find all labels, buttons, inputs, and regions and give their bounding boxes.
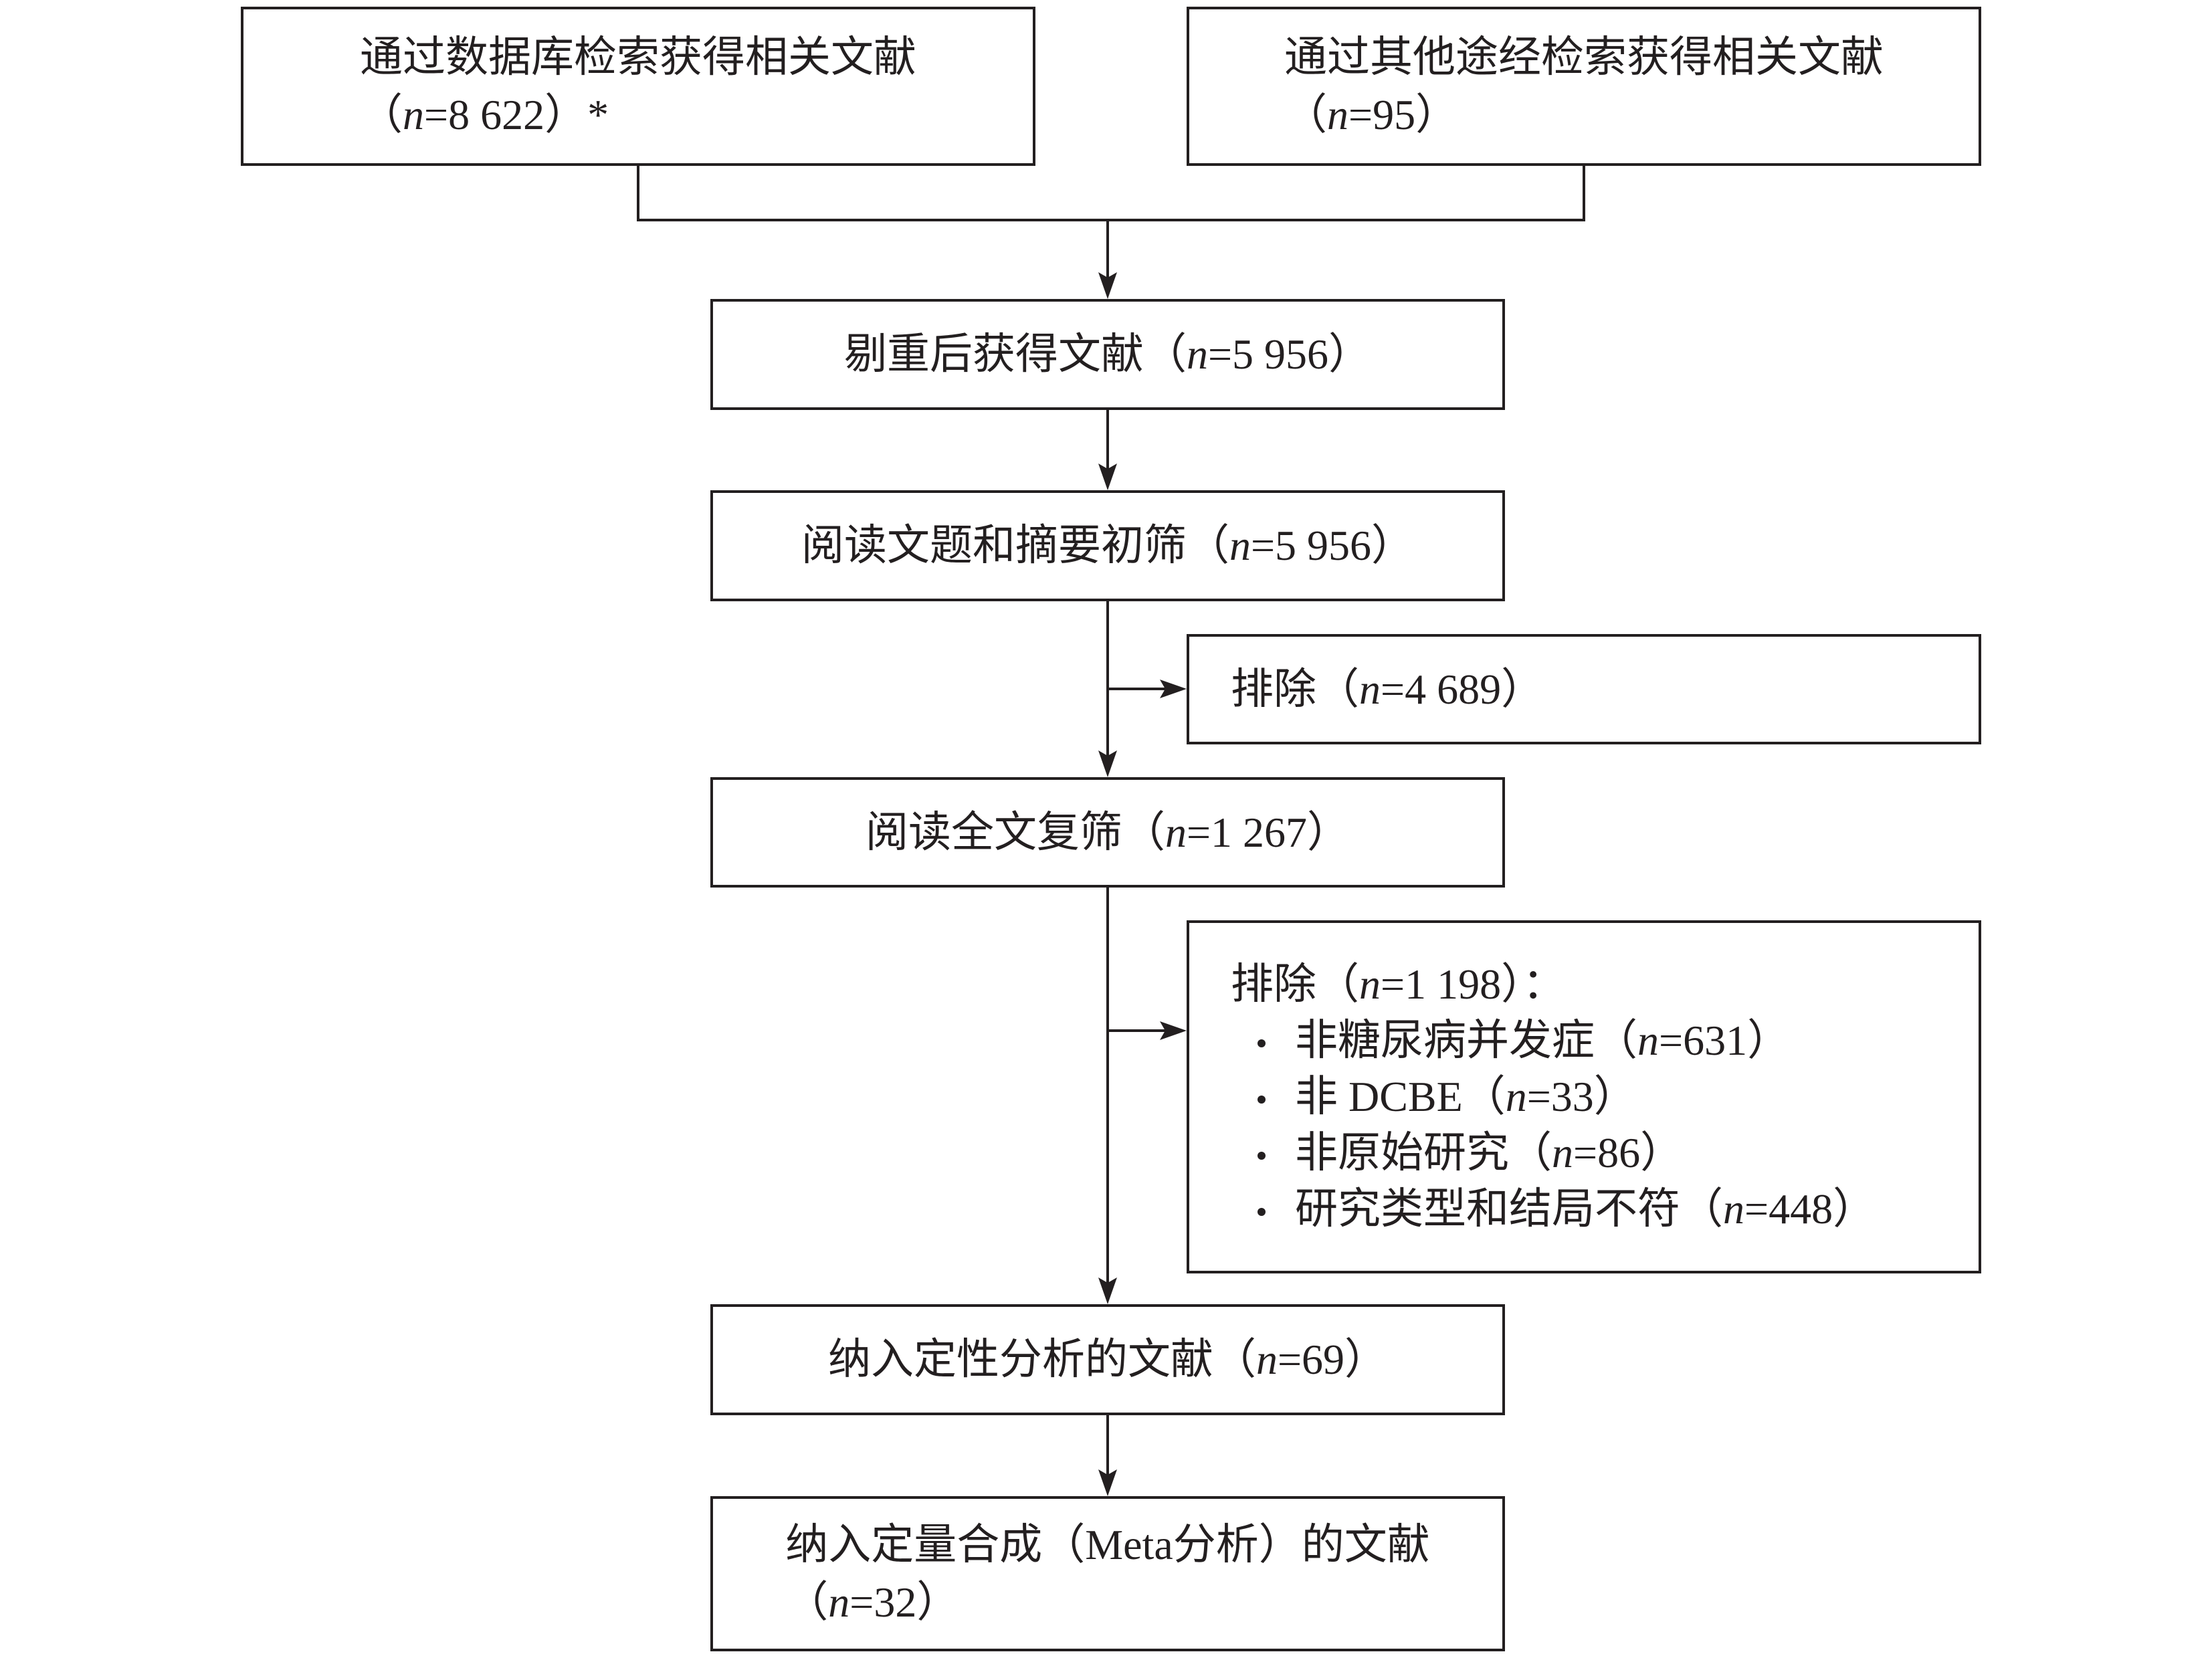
arrow-to-excluded-1-head: [1160, 680, 1187, 698]
quantitative-synthesis-label: 纳入定量合成（Meta分析）的文献: [785, 1521, 1430, 1568]
other-search-label: 通过其他途经检索获得相关文献: [1284, 33, 1884, 81]
arrow-to-excluded-2-head: [1160, 1021, 1187, 1040]
qualitative-analysis-label: 纳入定性分析的文献（n=69）: [827, 1336, 1388, 1383]
bullet-icon: [1258, 1039, 1266, 1047]
arrow-to-quantitative-head: [1098, 1469, 1117, 1496]
title-abstract-screen-label: 阅读文题和摘要初筛（n=5 956）: [801, 522, 1415, 569]
fulltext-screen-label: 阅读全文复筛（n=1 267）: [865, 808, 1350, 856]
title-abstract-screen-box: 阅读文题和摘要初筛（n=5 956）: [710, 490, 1505, 601]
excluded-2-heading: 排除（n=1 198）：: [1231, 960, 1566, 1008]
fulltext-screen-box: 阅读全文复筛（n=1 267）: [710, 777, 1505, 888]
quantitative-synthesis-box: 纳入定量合成（Meta分析）的文献 （n=32）: [710, 1496, 1505, 1651]
database-search-label: 通过数据库检索获得相关文献: [360, 33, 916, 81]
arrow-to-fulltext-head: [1098, 750, 1117, 777]
excluded-1-box: 排除（n=4 689）: [1187, 634, 1981, 744]
bullet-icon: [1258, 1208, 1266, 1216]
arrow-to-dedup-head: [1098, 272, 1117, 299]
deduplicated-box: 剔重后获得文献（n=5 956）: [710, 299, 1505, 410]
excluded-2-box: 排除（n=1 198）： 非糖尿病并发症（n=631） 非 DCBE（n=33）…: [1187, 920, 1981, 1273]
exclusion-reason-item: 非 DCBE（n=33）: [1231, 1069, 1876, 1125]
bullet-icon: [1258, 1152, 1266, 1160]
bullet-icon: [1258, 1096, 1266, 1104]
deduplicated-label: 剔重后获得文献（n=5 956）: [843, 330, 1372, 378]
database-search-box: 通过数据库检索获得相关文献 （n=8 622）*: [241, 7, 1035, 166]
exclusion-reason-item: 非原始研究（n=86）: [1231, 1125, 1876, 1181]
arrow-to-qualitative-head: [1098, 1277, 1117, 1304]
quantitative-synthesis-count: （n=32）: [785, 1578, 960, 1626]
other-search-count: （n=95）: [1284, 91, 1459, 138]
excluded-1-label: 排除（n=4 689）: [1231, 665, 1544, 713]
exclusion-reason-item: 研究类型和结局不符（n=448）: [1231, 1181, 1876, 1237]
database-search-count: （n=8 622）*: [360, 91, 609, 138]
other-search-box: 通过其他途经检索获得相关文献 （n=95）: [1187, 7, 1981, 166]
qualitative-analysis-box: 纳入定性分析的文献（n=69）: [710, 1304, 1505, 1415]
exclusion-reason-item: 非糖尿病并发症（n=631）: [1231, 1013, 1876, 1069]
arrow-to-title-abstract-head: [1098, 463, 1117, 490]
